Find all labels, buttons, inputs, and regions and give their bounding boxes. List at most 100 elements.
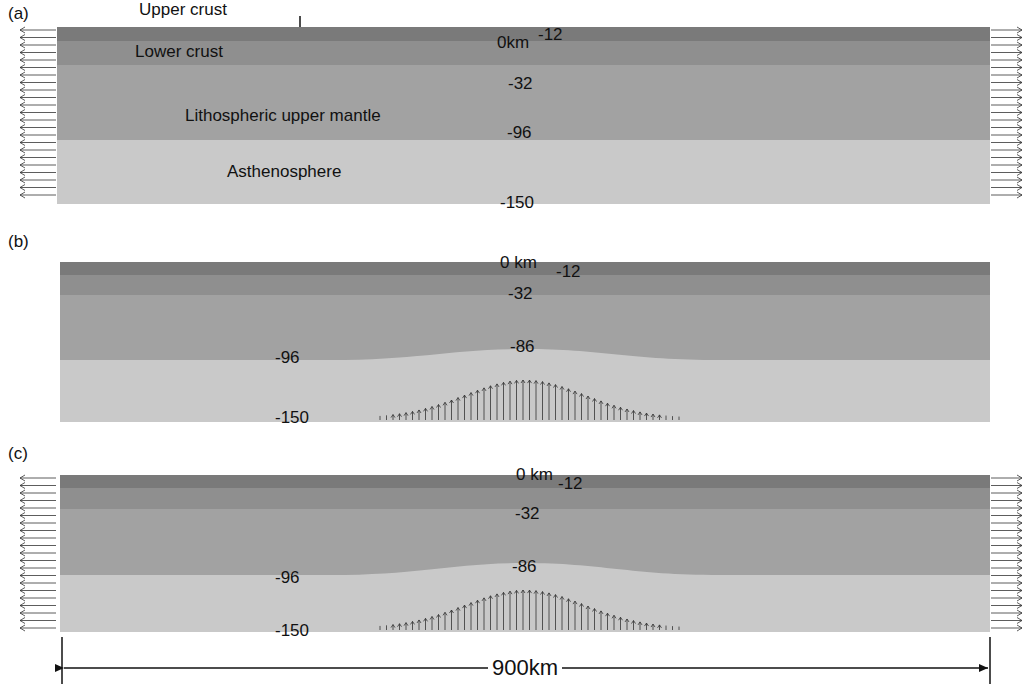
force-arrow (471, 393, 473, 396)
force-arrow (619, 407, 621, 410)
force-arrow (542, 382, 543, 420)
force-arrow (412, 621, 413, 630)
force-arrow (20, 475, 25, 478)
force-arrow (1017, 573, 1022, 576)
force-arrow (20, 140, 25, 143)
force-arrow (443, 612, 445, 615)
force-arrow (1017, 475, 1022, 478)
force-arrow (1017, 598, 1022, 601)
force-arrow (991, 135, 1022, 136)
force-arrow (991, 37, 1022, 38)
force-arrow (497, 384, 499, 387)
force-arrow (477, 600, 478, 630)
depth-label: -32 (508, 283, 533, 304)
force-arrow (1017, 105, 1022, 108)
force-arrow (1017, 558, 1022, 561)
force-arrow (20, 603, 25, 606)
force-arrow (445, 402, 446, 420)
force-arrow (20, 558, 25, 561)
force-arrow (601, 611, 602, 630)
force-arrow (1017, 523, 1022, 526)
force-arrow (20, 568, 25, 571)
force-arrow (521, 590, 523, 593)
force-arrow (1017, 483, 1022, 486)
force-arrow (672, 416, 673, 420)
force-arrow (450, 610, 452, 613)
force-arrow (620, 407, 621, 420)
force-arrow (991, 82, 1022, 83)
force-arrow (437, 405, 439, 408)
force-arrow (607, 403, 608, 420)
force-arrow (20, 520, 25, 523)
force-arrow (20, 508, 25, 511)
force-arrow (484, 388, 486, 391)
force-arrow (625, 619, 627, 622)
force-arrow (679, 417, 680, 420)
force-arrow (20, 195, 56, 196)
force-arrow (660, 415, 662, 418)
force-arrow (20, 80, 25, 83)
force-arrow (20, 483, 25, 486)
depth-label: -96 (507, 122, 532, 143)
force-arrow (1017, 195, 1022, 198)
force-arrow (20, 135, 56, 136)
force-arrow (510, 381, 512, 384)
force-arrow (991, 613, 1022, 614)
force-arrow (20, 613, 25, 616)
force-arrow (490, 596, 491, 630)
force-arrow (991, 142, 1022, 143)
force-arrow (991, 30, 1022, 31)
force-arrow (504, 592, 506, 595)
force-arrow (1017, 610, 1022, 613)
force-arrow (1017, 501, 1022, 504)
force-arrow (517, 380, 519, 383)
force-arrow (521, 380, 523, 383)
force-arrow (20, 177, 25, 180)
depth-label: -86 (512, 556, 537, 577)
force-arrow (20, 560, 56, 561)
force-arrow (515, 590, 517, 593)
force-arrow (20, 158, 25, 161)
force-arrow (672, 626, 673, 630)
force-arrow (20, 60, 56, 61)
force-arrow (1017, 185, 1022, 188)
force-arrow (1017, 68, 1022, 71)
depth-label: 0km (497, 32, 529, 53)
force-arrow (490, 386, 491, 420)
force-arrow (20, 90, 56, 91)
force-arrow (580, 394, 582, 397)
force-arrow (406, 413, 408, 416)
force-arrow (20, 535, 25, 538)
force-arrow (627, 409, 628, 420)
force-arrow (437, 615, 439, 618)
force-arrow (1017, 188, 1022, 191)
force-arrow (1017, 162, 1022, 165)
force-arrow (471, 603, 472, 630)
force-arrow (614, 615, 616, 618)
force-arrow (627, 409, 629, 412)
force-arrow (543, 592, 545, 595)
force-arrow (658, 625, 660, 628)
force-arrow (20, 87, 25, 90)
panel-letter: (c) (8, 443, 28, 464)
force-arrow (1017, 128, 1022, 131)
force-arrow (398, 414, 400, 417)
force-arrow (595, 399, 597, 402)
force-arrow (495, 384, 497, 387)
layer-name: Lower crust (135, 42, 223, 62)
force-arrow (549, 383, 551, 386)
force-arrow (991, 500, 1022, 501)
force-arrow (391, 625, 393, 628)
force-arrow (20, 135, 25, 138)
force-arrow (20, 573, 25, 576)
force-arrow (575, 601, 577, 604)
force-arrow (413, 411, 415, 414)
force-arrow (588, 606, 589, 630)
force-arrow (452, 610, 454, 613)
layer-name: Upper crust (135, 0, 231, 20)
force-arrow (20, 147, 25, 150)
force-arrow (469, 393, 471, 396)
force-arrow (476, 600, 478, 603)
force-arrow (497, 594, 498, 630)
depth-label: -96 (275, 567, 300, 588)
